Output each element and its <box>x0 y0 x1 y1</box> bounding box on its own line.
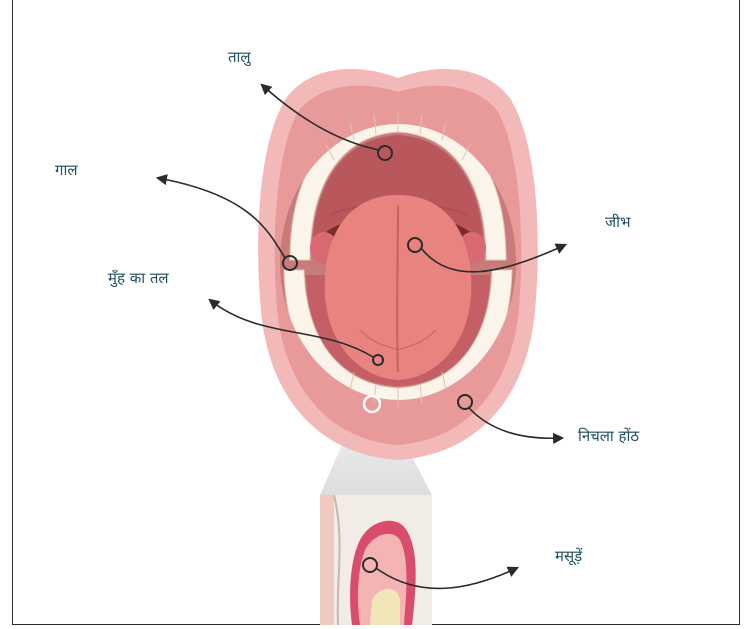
label-palate: तालु <box>228 47 251 67</box>
label-lower-lip: निचला होंठ <box>578 426 639 446</box>
label-mouth-floor: मुँह का तल <box>108 268 169 288</box>
label-cheek: गाल <box>55 160 78 180</box>
label-tongue: जीभ <box>605 212 631 232</box>
label-gums: मसूड़ें <box>555 546 582 566</box>
